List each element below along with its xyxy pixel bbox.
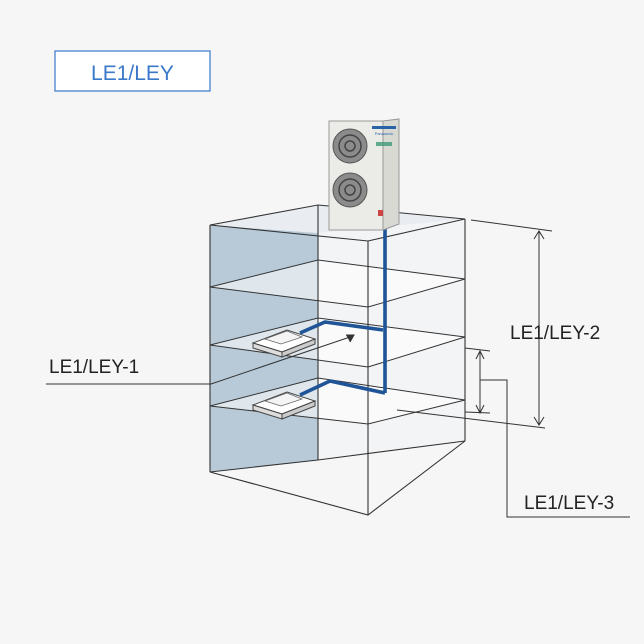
title-badge-frame xyxy=(54,50,211,92)
refrigerant-piping xyxy=(299,226,387,397)
brand-logo-text: Panasonic xyxy=(375,131,394,136)
brand-logo-mark xyxy=(372,126,396,129)
floor-slabs xyxy=(209,259,466,425)
callout-label-2: LE1/LEY-2 xyxy=(510,323,600,344)
outdoor-unit: Panasonic xyxy=(328,118,400,231)
outdoor-unit-side xyxy=(382,118,400,231)
dimension-3 xyxy=(464,347,630,518)
building-outline xyxy=(209,204,466,516)
indoor-unit-upper xyxy=(251,329,317,358)
callout-label-1: LE1/LEY-1 xyxy=(49,357,139,378)
panel-badge xyxy=(376,142,392,146)
fan-grille-bottom xyxy=(332,172,368,208)
fan-grille-top xyxy=(332,128,368,164)
callout-label-3: LE1/LEY-3 xyxy=(524,493,614,514)
rating-label xyxy=(378,210,383,216)
leader-1 xyxy=(46,334,355,385)
title-badge-text: LE1/LEY xyxy=(91,62,174,85)
dimension-2 xyxy=(396,219,553,429)
indoor-unit-lower xyxy=(251,391,317,420)
